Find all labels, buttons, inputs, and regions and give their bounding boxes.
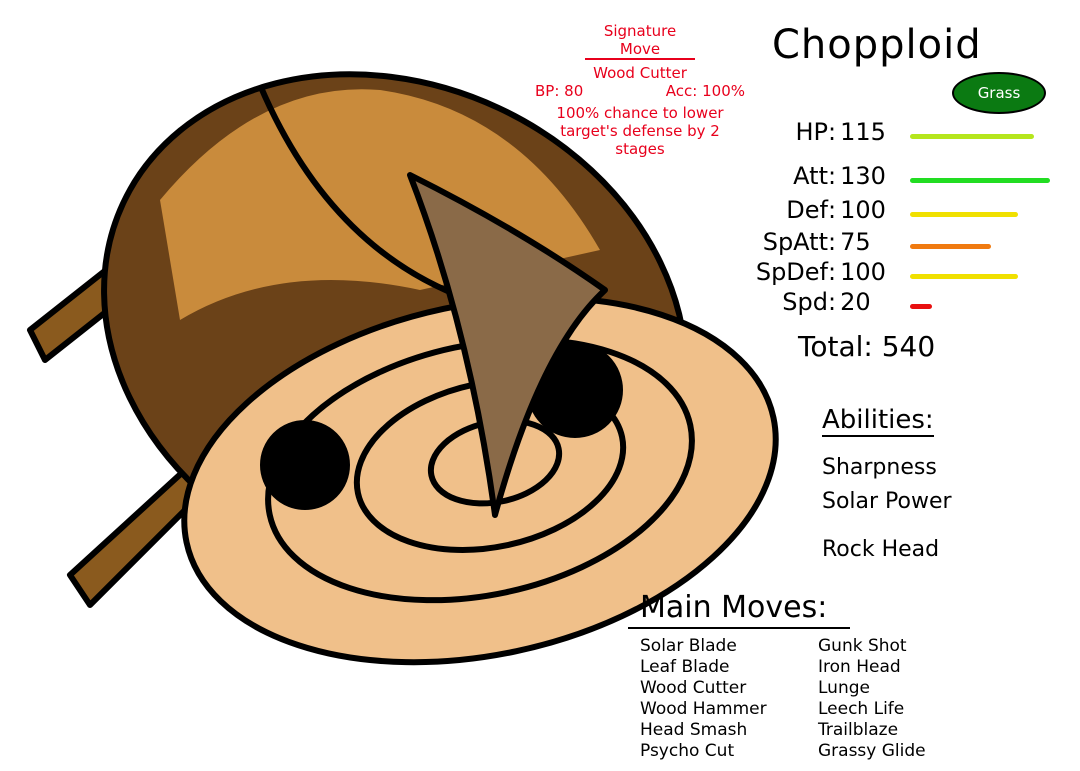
signature-move-name: Wood Cutter — [593, 64, 687, 82]
ring-1 — [265, 336, 695, 604]
stat-row-spatt: SpAtt:75 — [740, 228, 890, 256]
stat-label: Att — [793, 162, 828, 190]
ability-item: Solar Power — [822, 489, 952, 514]
stat-label: Spd — [782, 288, 828, 316]
stat-bar-spdef — [910, 274, 1018, 279]
type-badge: Grass — [952, 72, 1046, 114]
signature-move-stats: BP: 80 Acc: 100% — [535, 82, 745, 100]
stat-row-spd: Spd:20 — [740, 288, 890, 316]
wood-face — [181, 294, 779, 666]
move-item: Trailblaze — [818, 720, 899, 740]
pokemon-name: Chopploid — [772, 22, 982, 68]
stat-value: 75 — [840, 228, 871, 256]
move-item: Grassy Glide — [818, 741, 926, 761]
stat-bar-spatt — [910, 244, 991, 249]
signature-move-heading: Signature Move — [585, 22, 695, 60]
left-eye — [260, 420, 350, 510]
moves-heading: Main Moves: — [640, 590, 828, 625]
signature-move-acc: Acc: 100% — [665, 82, 745, 100]
axe-blade — [407, 172, 608, 518]
ability-item: Sharpness — [822, 455, 937, 480]
shell-seam — [257, 83, 472, 303]
move-item: Iron Head — [818, 657, 901, 677]
stat-colon: : — [828, 288, 837, 316]
stat-row-hp: HP:115 — [740, 118, 890, 146]
stat-colon: : — [828, 118, 837, 146]
stat-colon: : — [828, 196, 837, 224]
move-item: Leech Life — [818, 699, 905, 719]
stat-row-spdef: SpDef:100 — [740, 258, 890, 286]
stat-bar-def — [910, 212, 1018, 217]
move-item: Gunk Shot — [818, 636, 907, 656]
abilities-heading: Abilities: — [822, 405, 934, 437]
stat-colon: : — [828, 162, 837, 190]
move-item: Wood Cutter — [640, 678, 747, 698]
stat-value: 130 — [840, 162, 886, 190]
stat-bar-att — [910, 178, 1050, 183]
stat-row-def: Def:100 — [740, 196, 890, 224]
moves-underline — [628, 627, 850, 629]
stat-row-att: Att:130 — [740, 162, 890, 190]
move-item: Psycho Cut — [640, 741, 735, 761]
stat-total: Total: 540 — [798, 330, 936, 363]
signature-move-bp: BP: 80 — [535, 82, 584, 100]
move-item: Head Smash — [640, 720, 748, 740]
stat-colon: : — [828, 258, 837, 286]
signature-move-effect: 100% chance to lower target's defense by… — [556, 104, 724, 158]
stat-label: SpDef — [755, 258, 828, 286]
stat-label: HP — [795, 118, 828, 146]
stat-value: 115 — [840, 118, 886, 146]
signature-move-panel: Signature Move Wood Cutter BP: 80 Acc: 1… — [535, 22, 745, 158]
stat-value: 20 — [840, 288, 871, 316]
move-item: Wood Hammer — [640, 699, 767, 719]
stat-bar-hp — [910, 134, 1034, 139]
stat-value: 100 — [840, 258, 886, 286]
stat-value: 100 — [840, 196, 886, 224]
stat-label: SpAtt — [762, 228, 828, 256]
stick-arm-lower-left — [67, 467, 203, 608]
ability-item: Rock Head — [822, 537, 940, 562]
stat-colon: : — [828, 228, 837, 256]
stat-label: Def — [786, 196, 828, 224]
move-item: Leaf Blade — [640, 657, 730, 677]
move-item: Lunge — [818, 678, 870, 698]
move-item: Solar Blade — [640, 636, 737, 656]
stat-bar-spd — [910, 304, 932, 309]
